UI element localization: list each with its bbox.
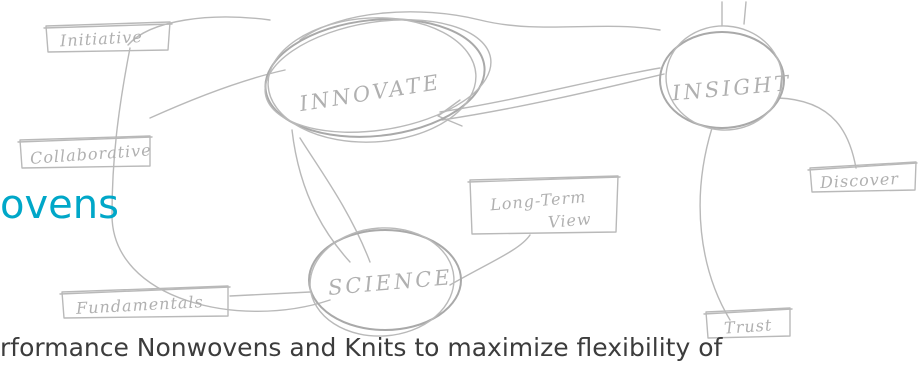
science-node: SCIENCE xyxy=(308,227,462,337)
arrow-insight-to-innovate xyxy=(439,67,661,113)
collaborative-box: Collaborative xyxy=(17,135,153,169)
long-term-view-label-line2: View xyxy=(547,209,592,232)
connector-insight-to-discover xyxy=(777,97,857,169)
trust-label: Trust xyxy=(723,315,772,337)
discover-label: Discover xyxy=(819,169,900,192)
arrowhead-innovate xyxy=(437,99,463,127)
fundamentals-box: Fundamentals xyxy=(59,285,231,319)
connector-initiative-to-collaborative xyxy=(111,47,131,216)
science-label: SCIENCE xyxy=(327,265,453,300)
insight-label: INSIGHT xyxy=(670,71,792,105)
page-heading: ovens xyxy=(0,182,119,228)
connector-far-left-curve xyxy=(127,16,271,46)
connector-science-to-innovate xyxy=(299,137,371,263)
innovate-label: INNOVATE xyxy=(297,70,443,116)
collaborative-label: Collaborative xyxy=(29,140,152,167)
insight-node: INSIGHT xyxy=(659,25,792,131)
initiative-label: Initiative xyxy=(58,27,143,50)
arrow-insight-to-innovate-second xyxy=(441,73,665,121)
intro-paragraph: rformance Nonwovens and Knits to maximiz… xyxy=(0,333,723,362)
connector-science-to-long-term-view xyxy=(449,234,531,286)
fundamentals-label: Fundamentals xyxy=(75,292,205,318)
connector-collaborative-loop xyxy=(111,214,331,312)
connector-innovate-to-science xyxy=(291,129,351,263)
innovate-node: INNOVATE xyxy=(264,17,492,143)
connector-insight-to-trust xyxy=(699,127,731,321)
discover-box: Discover xyxy=(807,161,918,193)
trust-box: Trust xyxy=(703,307,793,339)
connector-insight-top-strokes xyxy=(721,1,747,27)
initiative-box: Initiative xyxy=(43,21,173,53)
connector-innovate-outer-swoop xyxy=(299,11,661,41)
long-term-view-box: Long-Term View xyxy=(467,175,621,235)
connector-fundamentals-to-science xyxy=(229,291,311,297)
